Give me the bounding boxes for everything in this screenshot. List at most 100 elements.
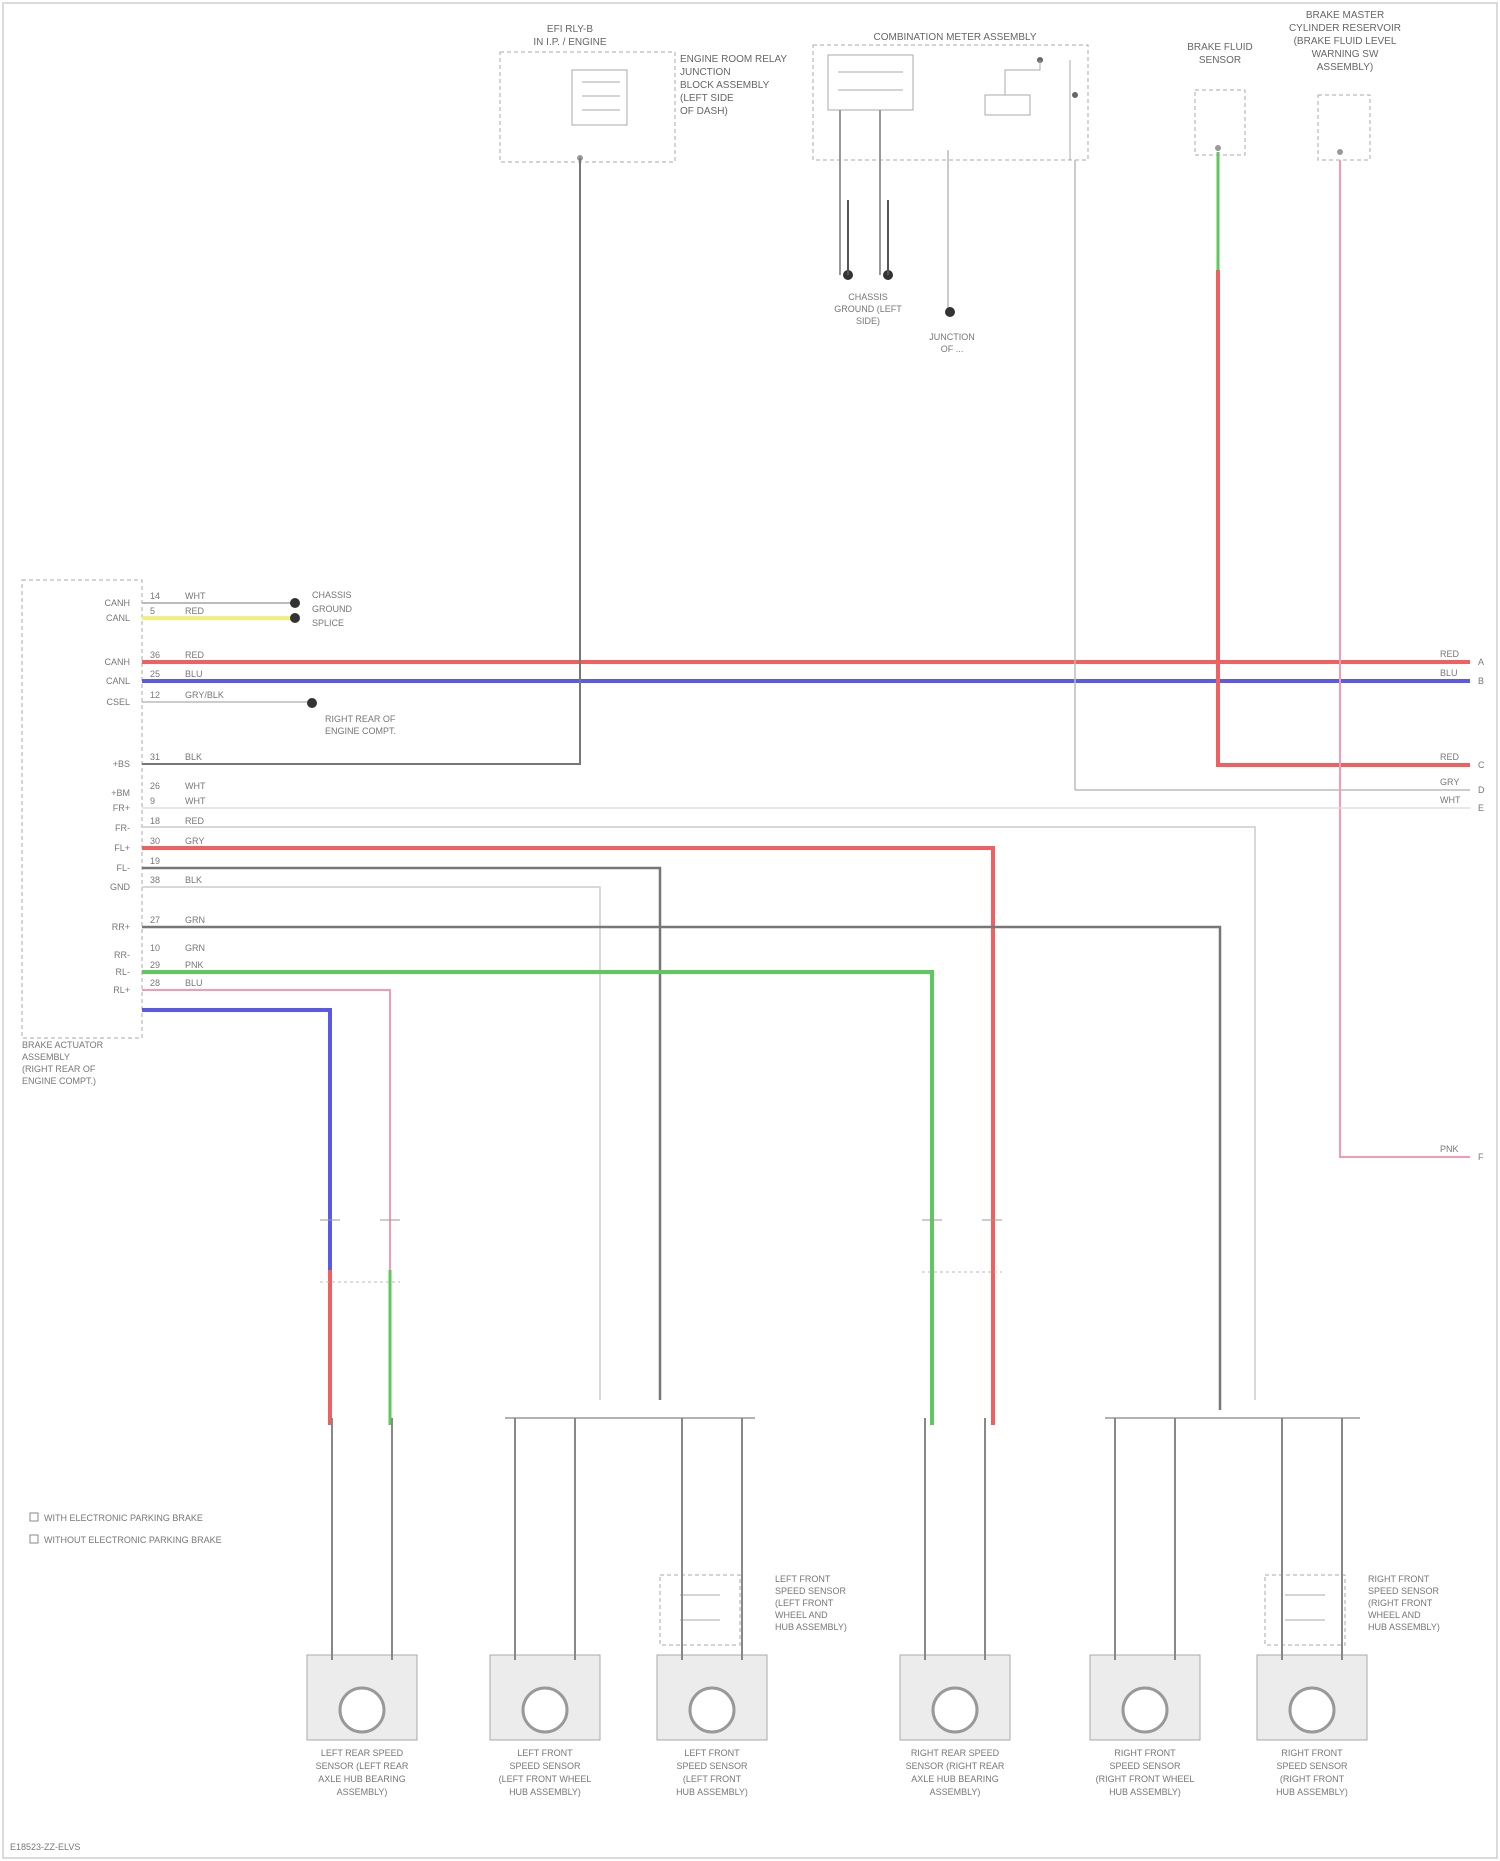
sensor-label: (RIGHT FRONT WHEEL: [1096, 1774, 1195, 1784]
sensor-coil-icon: [933, 1688, 977, 1732]
sensor-coil-icon: [1290, 1688, 1334, 1732]
speed-sensor: LEFT REAR SPEEDSENSOR (LEFT REARAXLE HUB…: [307, 1418, 417, 1797]
brake-actuator-ecu: BRAKE ACTUATOR ASSEMBLY (RIGHT REAR OF E…: [22, 580, 142, 1086]
sensor-label: AXLE HUB BEARING: [318, 1774, 406, 1784]
switch-right-label-2: (RIGHT FRONT: [1368, 1598, 1433, 1608]
sensor-coil-icon: [523, 1688, 567, 1732]
speed-sensor: RIGHT FRONT SPEED SENSOR (RIGHT FRONT WHEE…: [1090, 1418, 1200, 1797]
sensor-label: RIGHT FRONT: [1281, 1748, 1343, 1758]
sensor-label: RIGHT FRONT: [1114, 1748, 1176, 1758]
wire-color-code: BLK: [185, 752, 202, 762]
terminal-letter: D: [1478, 785, 1485, 795]
terminal-color-code: PNK: [1440, 1144, 1459, 1154]
sensor-label: SENSOR (RIGHT REAR: [906, 1761, 1005, 1771]
sensor-label: HUB ASSEMBLY): [676, 1787, 748, 1797]
legend-item-1: WITHOUT ELECTRONIC PARKING BRAKE: [44, 1535, 222, 1545]
pin-number: 25: [150, 669, 160, 679]
pin-name: FR+: [113, 803, 130, 813]
switch-left: LEFT FRONT SPEED SENSOR (LEFT FRONT WHEE…: [660, 1574, 847, 1645]
sensor-coil-icon: [690, 1688, 734, 1732]
sensor-label: SPEED SENSOR: [676, 1761, 748, 1771]
brake-master-label-1: CYLINDER RESERVOIR: [1289, 23, 1401, 34]
switch-right-label-1: SPEED SENSOR: [1368, 1586, 1440, 1596]
brake-master-label-3: WARNING SW: [1312, 49, 1379, 60]
combination-meter-label: COMBINATION METER ASSEMBLY: [874, 32, 1037, 43]
terminal-color-code: GRY: [1440, 777, 1459, 787]
sensor-label: SPEED SENSOR: [509, 1761, 581, 1771]
terminal-letter: C: [1478, 760, 1485, 770]
brake-fluid-label-0: BRAKE FLUID: [1187, 42, 1253, 53]
sensor-label: SPEED SENSOR: [1109, 1761, 1181, 1771]
can-bus-wires: [142, 662, 1470, 681]
wire-color-code: GRN: [185, 943, 205, 953]
brake-master-label-0: BRAKE MASTER: [1306, 10, 1384, 21]
pin-name: CANL: [106, 613, 130, 623]
sensor-label: SENSOR (LEFT REAR: [316, 1761, 409, 1771]
pin-name: GND: [110, 882, 131, 892]
sensor-label: LEFT FRONT: [517, 1748, 573, 1758]
sensor-label: LEFT FRONT: [684, 1748, 740, 1758]
switch-left-label-3: WHEEL AND: [775, 1610, 828, 1620]
switch-right: RIGHT FRONT SPEED SENSOR (RIGHT FRONT WH…: [1265, 1574, 1440, 1645]
pin-name: CSEL: [106, 697, 130, 707]
sensor-label: SPEED SENSOR: [1276, 1761, 1348, 1771]
pin-number: 12: [150, 690, 160, 700]
wire-color-code: BLK: [185, 875, 202, 885]
meter-grounds: CHASSIS GROUND (LEFT SIDE) JUNCTION OF .…: [834, 110, 975, 354]
efi-relay-label-1: IN I.P. / ENGINE: [533, 37, 606, 48]
sensor-label: HUB ASSEMBLY): [1109, 1787, 1181, 1797]
pin-name: RR-: [114, 950, 130, 960]
sensor-label: RIGHT REAR SPEED: [911, 1748, 1000, 1758]
sensor-label: ASSEMBLY): [337, 1787, 388, 1797]
sensor-label: (LEFT FRONT WHEEL: [499, 1774, 592, 1784]
pin-name: +BS: [113, 759, 130, 769]
wire-color-code: PNK: [185, 960, 204, 970]
pin-name: CANH: [104, 657, 130, 667]
pin-name: RL-: [115, 967, 130, 977]
wire-color-code: BLU: [185, 669, 203, 679]
ground-center-label-1: OF ...: [941, 344, 964, 354]
ecu-label-1: ASSEMBLY: [22, 1052, 70, 1062]
brake-master-label-4: ASSEMBLY): [1317, 62, 1374, 73]
sensor-coil-icon: [340, 1688, 384, 1732]
legend: WITH ELECTRONIC PARKING BRAKE WITHOUT EL…: [30, 1513, 222, 1545]
pin-name: RL+: [113, 985, 130, 995]
sensor-coil-icon: [1123, 1688, 1167, 1732]
pin-number: 26: [150, 781, 160, 791]
ground-left-label-2: SPLICE: [312, 618, 344, 628]
pin-name: FL+: [114, 843, 130, 853]
legend-item-0: WITH ELECTRONIC PARKING BRAKE: [44, 1513, 203, 1523]
terminal-color-code: BLU: [1440, 668, 1458, 678]
brake-master-label-2: (BRAKE FLUID LEVEL: [1294, 36, 1397, 47]
brake-fluid-wires: [142, 152, 1470, 1157]
pin-number: 18: [150, 816, 160, 826]
terminal-color-code: RED: [1440, 752, 1460, 762]
sensor-label: HUB ASSEMBLY): [1276, 1787, 1348, 1797]
sensor-label: (RIGHT FRONT: [1280, 1774, 1345, 1784]
terminal-color-code: RED: [1440, 649, 1460, 659]
bs-wire: [142, 158, 580, 764]
wire-color-code: WHT: [185, 591, 206, 601]
wire-color-code: WHT: [185, 781, 206, 791]
sensor-label: ASSEMBLY): [930, 1787, 981, 1797]
ground-relay-label-1: ENGINE COMPT.: [325, 726, 396, 736]
diagram-frame: [3, 3, 1497, 1858]
pin-name: RR+: [112, 922, 130, 932]
brake-master-cylinder: BRAKE MASTER CYLINDER RESERVOIR (BRAKE F…: [1289, 10, 1401, 160]
pin-number: 14: [150, 591, 160, 601]
sensor-label: (LEFT FRONT: [683, 1774, 742, 1784]
pin-name: CANH: [104, 598, 130, 608]
ground-right-label-2: SIDE): [856, 316, 880, 326]
wire-color-code: GRY/BLK: [185, 690, 224, 700]
efi-relay-side-1: JUNCTION: [680, 67, 731, 78]
pin-number: 28: [150, 978, 160, 988]
ground-right-label-1: GROUND (LEFT: [834, 304, 902, 314]
terminal-letter: F: [1478, 1152, 1484, 1162]
wire-color-code: RED: [185, 606, 205, 616]
terminal-color-code: WHT: [1440, 795, 1461, 805]
pin-number: 29: [150, 960, 160, 970]
